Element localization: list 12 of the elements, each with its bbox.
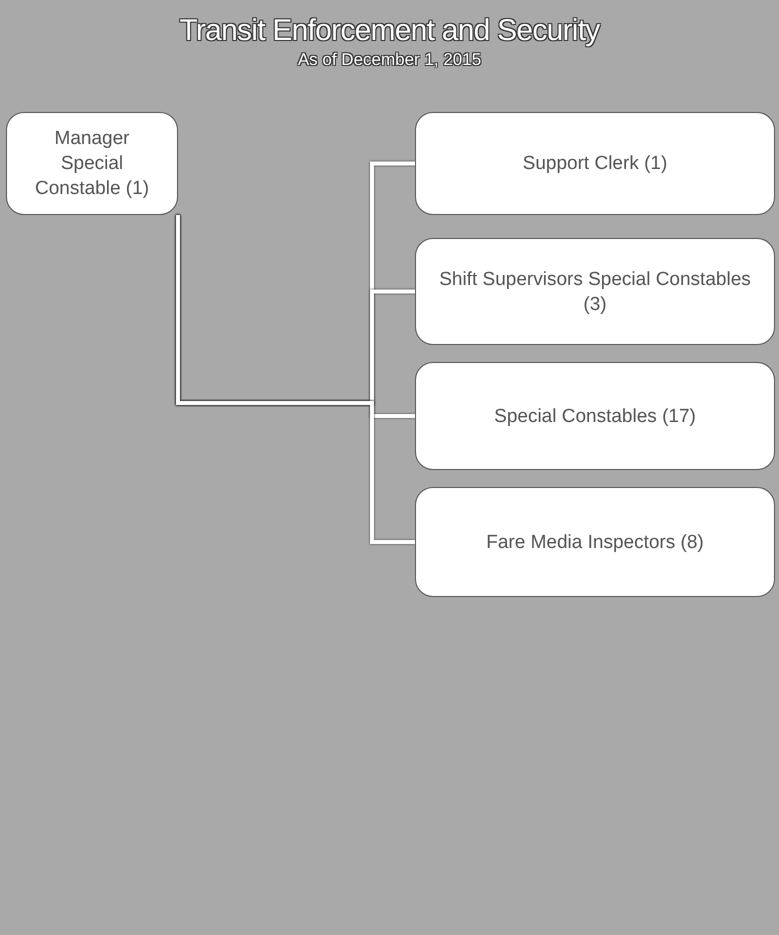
position-label: Fare Media Inspectors (8) — [486, 530, 704, 554]
position-box — [415, 487, 775, 597]
position-label: Shift Supervisors Special Constables (3) — [438, 268, 752, 316]
position-box — [415, 362, 775, 470]
position-box — [415, 238, 775, 345]
position-label: Manager Special Constable (1) — [34, 127, 150, 201]
subtitle: As of December 1, 2015 — [298, 50, 482, 70]
diagram-title: Transit Enforcement and Security — [179, 14, 600, 48]
position-label: Support Clerk (1) — [522, 152, 668, 176]
position-box — [415, 112, 775, 215]
position-label: Special Constables (17) — [494, 404, 696, 428]
position-box — [6, 112, 178, 215]
